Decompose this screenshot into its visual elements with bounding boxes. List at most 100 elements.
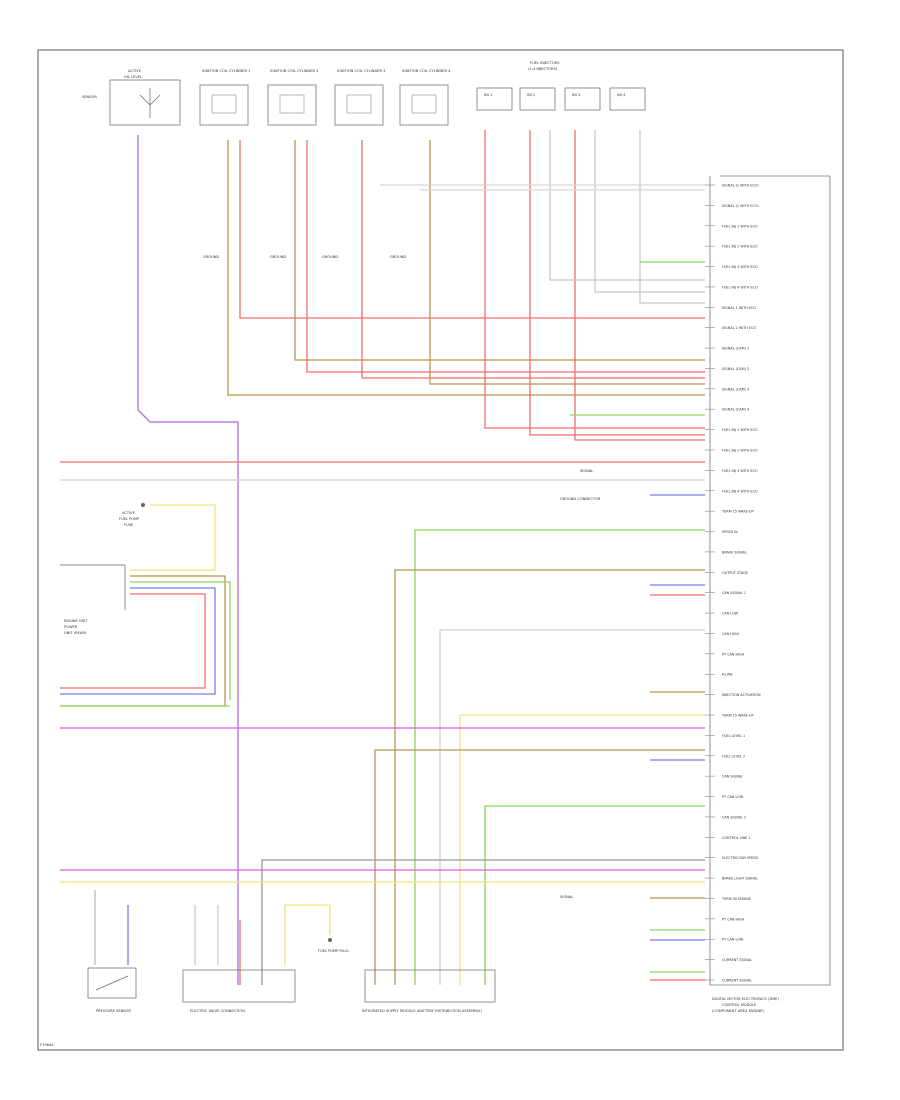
wire-red-coil3 — [361, 140, 705, 379]
oil-sensor-label-2: OIL LEVEL — [124, 75, 142, 79]
wire-red-inj1 — [484, 130, 705, 429]
ecm-pin-label: SIGNAL 1 WITH ECO — [722, 306, 756, 310]
ecm-pin-label: TERM 15 WAKE-UP — [721, 714, 754, 718]
ecm-pin-label: FUEL INJ 1 WITH ECO — [722, 224, 758, 228]
ecm-pin-label: TERM 15 WAKE-UP — [721, 510, 754, 514]
ecm-pin-label: PT CAN HIGH — [722, 652, 745, 656]
ecm-module: DIGITAL MOTOR ELECTRONICS (DME) CONTROL … — [709, 175, 831, 1013]
ignition-ground-2: GROUND — [270, 255, 286, 259]
ecm-pin-label: CAN HIGH — [722, 632, 739, 636]
ecm-pin-label: TERM 30 ENGINE — [721, 897, 751, 901]
ecm-pin-label: FUEL INJ 2 WITH ECO — [722, 449, 758, 453]
wire-red-mod — [60, 593, 206, 689]
ecm-pin-label: FUEL INJ 1 WITH ECO — [722, 428, 758, 432]
wire-gray-inj — [549, 130, 705, 281]
ecm-pin-label: CAN SIGNAL — [722, 775, 743, 779]
ecm-pin-label: FUEL INJ 2 WITH ECO — [722, 245, 758, 249]
ecm-pin-label: CONTROL LINE 1 — [722, 836, 750, 840]
fuel-pump-plug: FUEL PUMP PLUG — [318, 938, 349, 953]
ecm-pin-label: SIGNAL 2 WITH ECO — [722, 326, 756, 330]
ecm-pin-label: FUEL INJ 3 WITH ECO — [722, 469, 758, 473]
integrated-supply-module: INTEGRATED SUPPLY MODULE (BATTERY DISTRI… — [362, 969, 496, 1013]
ecm-pin-label: PT CAN LOW — [722, 938, 744, 942]
injector-4-label: INJ 4 — [617, 93, 626, 97]
fuel-plug-label: FUEL PUMP PLUG — [318, 949, 349, 953]
ignition-coil-2: IGNITION COIL CYLINDER 2 — [267, 69, 318, 126]
valve-connection-label: ELECTRIC VALVE CONNECTION — [190, 1009, 245, 1013]
ecm-pin-label: SIGNAL (CAM) 4 — [722, 408, 749, 412]
ecm-pin-label: INJECTION ACTIVATION — [722, 693, 761, 697]
oil-sensor-label-3: SENSOR — [82, 95, 97, 99]
wire-tan-coil4 — [429, 140, 705, 385]
ecm-pin-label: ELECTRIC FAN SPEED — [722, 856, 758, 860]
ecm-pin-label: BRAKE SIGNAL — [722, 550, 747, 554]
ecm-title-1: DIGITAL MOTOR ELECTRONICS (DME) — [712, 997, 780, 1001]
injector-3-label: INJ 3 — [572, 93, 580, 97]
ecm-pin-label: CURRENT SIGNAL — [722, 979, 752, 983]
ecm-pin-label: BRAKE LIGHT SIGNAL — [722, 877, 758, 881]
pressure-sensor: PRESSURE SENSOR — [87, 967, 137, 1013]
ecm-pin-label: OUTPUT STAGE — [722, 571, 748, 575]
ecm-pin-label: PT CAN LOW — [722, 795, 744, 799]
ecm-title-3: (COMPONENT AREA ENGINE) — [712, 1009, 764, 1013]
wire-blue-mod — [60, 587, 216, 695]
injectors-title-2: (1-4 INJECTORS) — [528, 67, 558, 71]
ecm-pin-label: FUEL INJ 4 WITH ECO — [722, 489, 758, 493]
ecm-pin-label: FUEL INJ 4 WITH ECO — [722, 285, 758, 289]
wire-yellow-fuse — [130, 504, 216, 571]
connector-note-2: GROUND CONNECTOR — [560, 497, 601, 501]
wire-yellow-plug — [284, 904, 331, 965]
ecm-pin-label: SPEED IN — [722, 530, 738, 534]
wire-tan-coil1 — [227, 140, 705, 396]
wire-green-vert — [414, 529, 705, 985]
ignition-coil-4: IGNITION COIL CYLINDER 4 — [399, 69, 451, 126]
oil-sensor-label-1: ACTIVE — [128, 69, 142, 73]
power-unit-label-2: POWER — [64, 625, 78, 629]
ecm-pin-label: SIGNAL (1 WITH ECO) — [722, 184, 759, 188]
ignition-ground-1: GROUND — [203, 255, 219, 259]
oil-level-sensor: ACTIVE OIL LEVEL SENSOR — [82, 69, 181, 126]
ignition-coil-3-label: IGNITION COIL CYLINDER 3 — [337, 69, 385, 73]
wire-gray-bot — [261, 859, 705, 985]
wire-yellow-vert — [459, 714, 705, 985]
ecm-pin-label: FUEL LEVEL 2 — [722, 754, 745, 758]
wires — [60, 130, 705, 985]
connector-note-3: SIGNAL — [560, 895, 573, 899]
ecm-pin-label: FUEL LEVEL 1 — [722, 734, 745, 738]
ecm-pin-label: SIGNAL (1 WITH ECO) — [722, 204, 759, 208]
connector-note-1: SIGNAL — [580, 469, 593, 473]
injector-2-label: INJ 2 — [527, 93, 535, 97]
ecm-pin-label: CAN SIGNAL 1 — [722, 591, 746, 595]
wire-red-inj2 — [529, 130, 705, 436]
ecm-pin-label: CAN SIGNAL 2 — [722, 815, 746, 819]
wire-red-coil1 — [239, 140, 705, 319]
wire-tan-vert2 — [374, 749, 705, 985]
ecm-pin-label: K-LINE — [722, 673, 733, 677]
ecm-pin-label: FUEL INJ 3 WITH ECO — [722, 265, 758, 269]
ecm-pin-label: PT CAN HIGH — [722, 917, 745, 921]
ecm-pin-label: SIGNAL (CAM) 1 — [722, 347, 749, 351]
fuse-label-3: FUSE — [124, 523, 134, 527]
pressure-sensor-label: PRESSURE SENSOR — [96, 1009, 131, 1013]
injectors-title-1: FUEL INJECTORS — [530, 61, 560, 65]
power-unit-label-3: UNIT (REAR) — [64, 631, 87, 635]
wire-red-inj3 — [574, 130, 705, 441]
wire-gray-inj2 — [594, 130, 705, 293]
ignition-ground-4: GROUND — [390, 255, 406, 259]
ecm-pin-label: CAN LOW — [722, 612, 739, 616]
wire-green-mod — [130, 581, 231, 700]
fuse-label-2: FUEL PUMP — [119, 517, 140, 521]
ecm-title-2: CONTROL MODULE — [722, 1003, 757, 1007]
wire-tan-mod — [60, 575, 226, 707]
ecm-pin-label: SIGNAL (CAM) 3 — [722, 387, 749, 391]
diagram-border — [37, 49, 844, 1051]
ecm-pin-label: SIGNAL (CAM) 2 — [722, 367, 749, 371]
injector-1-label: INJ 1 — [484, 93, 492, 97]
wire-violet — [137, 135, 239, 985]
power-unit-label-1: ENGINE UNIT — [64, 619, 88, 623]
fuse-label-1: ACTIVE — [122, 511, 136, 515]
engine-power-unit: ENGINE UNIT POWER UNIT (REAR) — [60, 564, 126, 635]
ignition-coil-4-label: IGNITION COIL CYLINDER 4 — [402, 69, 451, 73]
ignition-ground-3: GROUND — [322, 255, 338, 259]
